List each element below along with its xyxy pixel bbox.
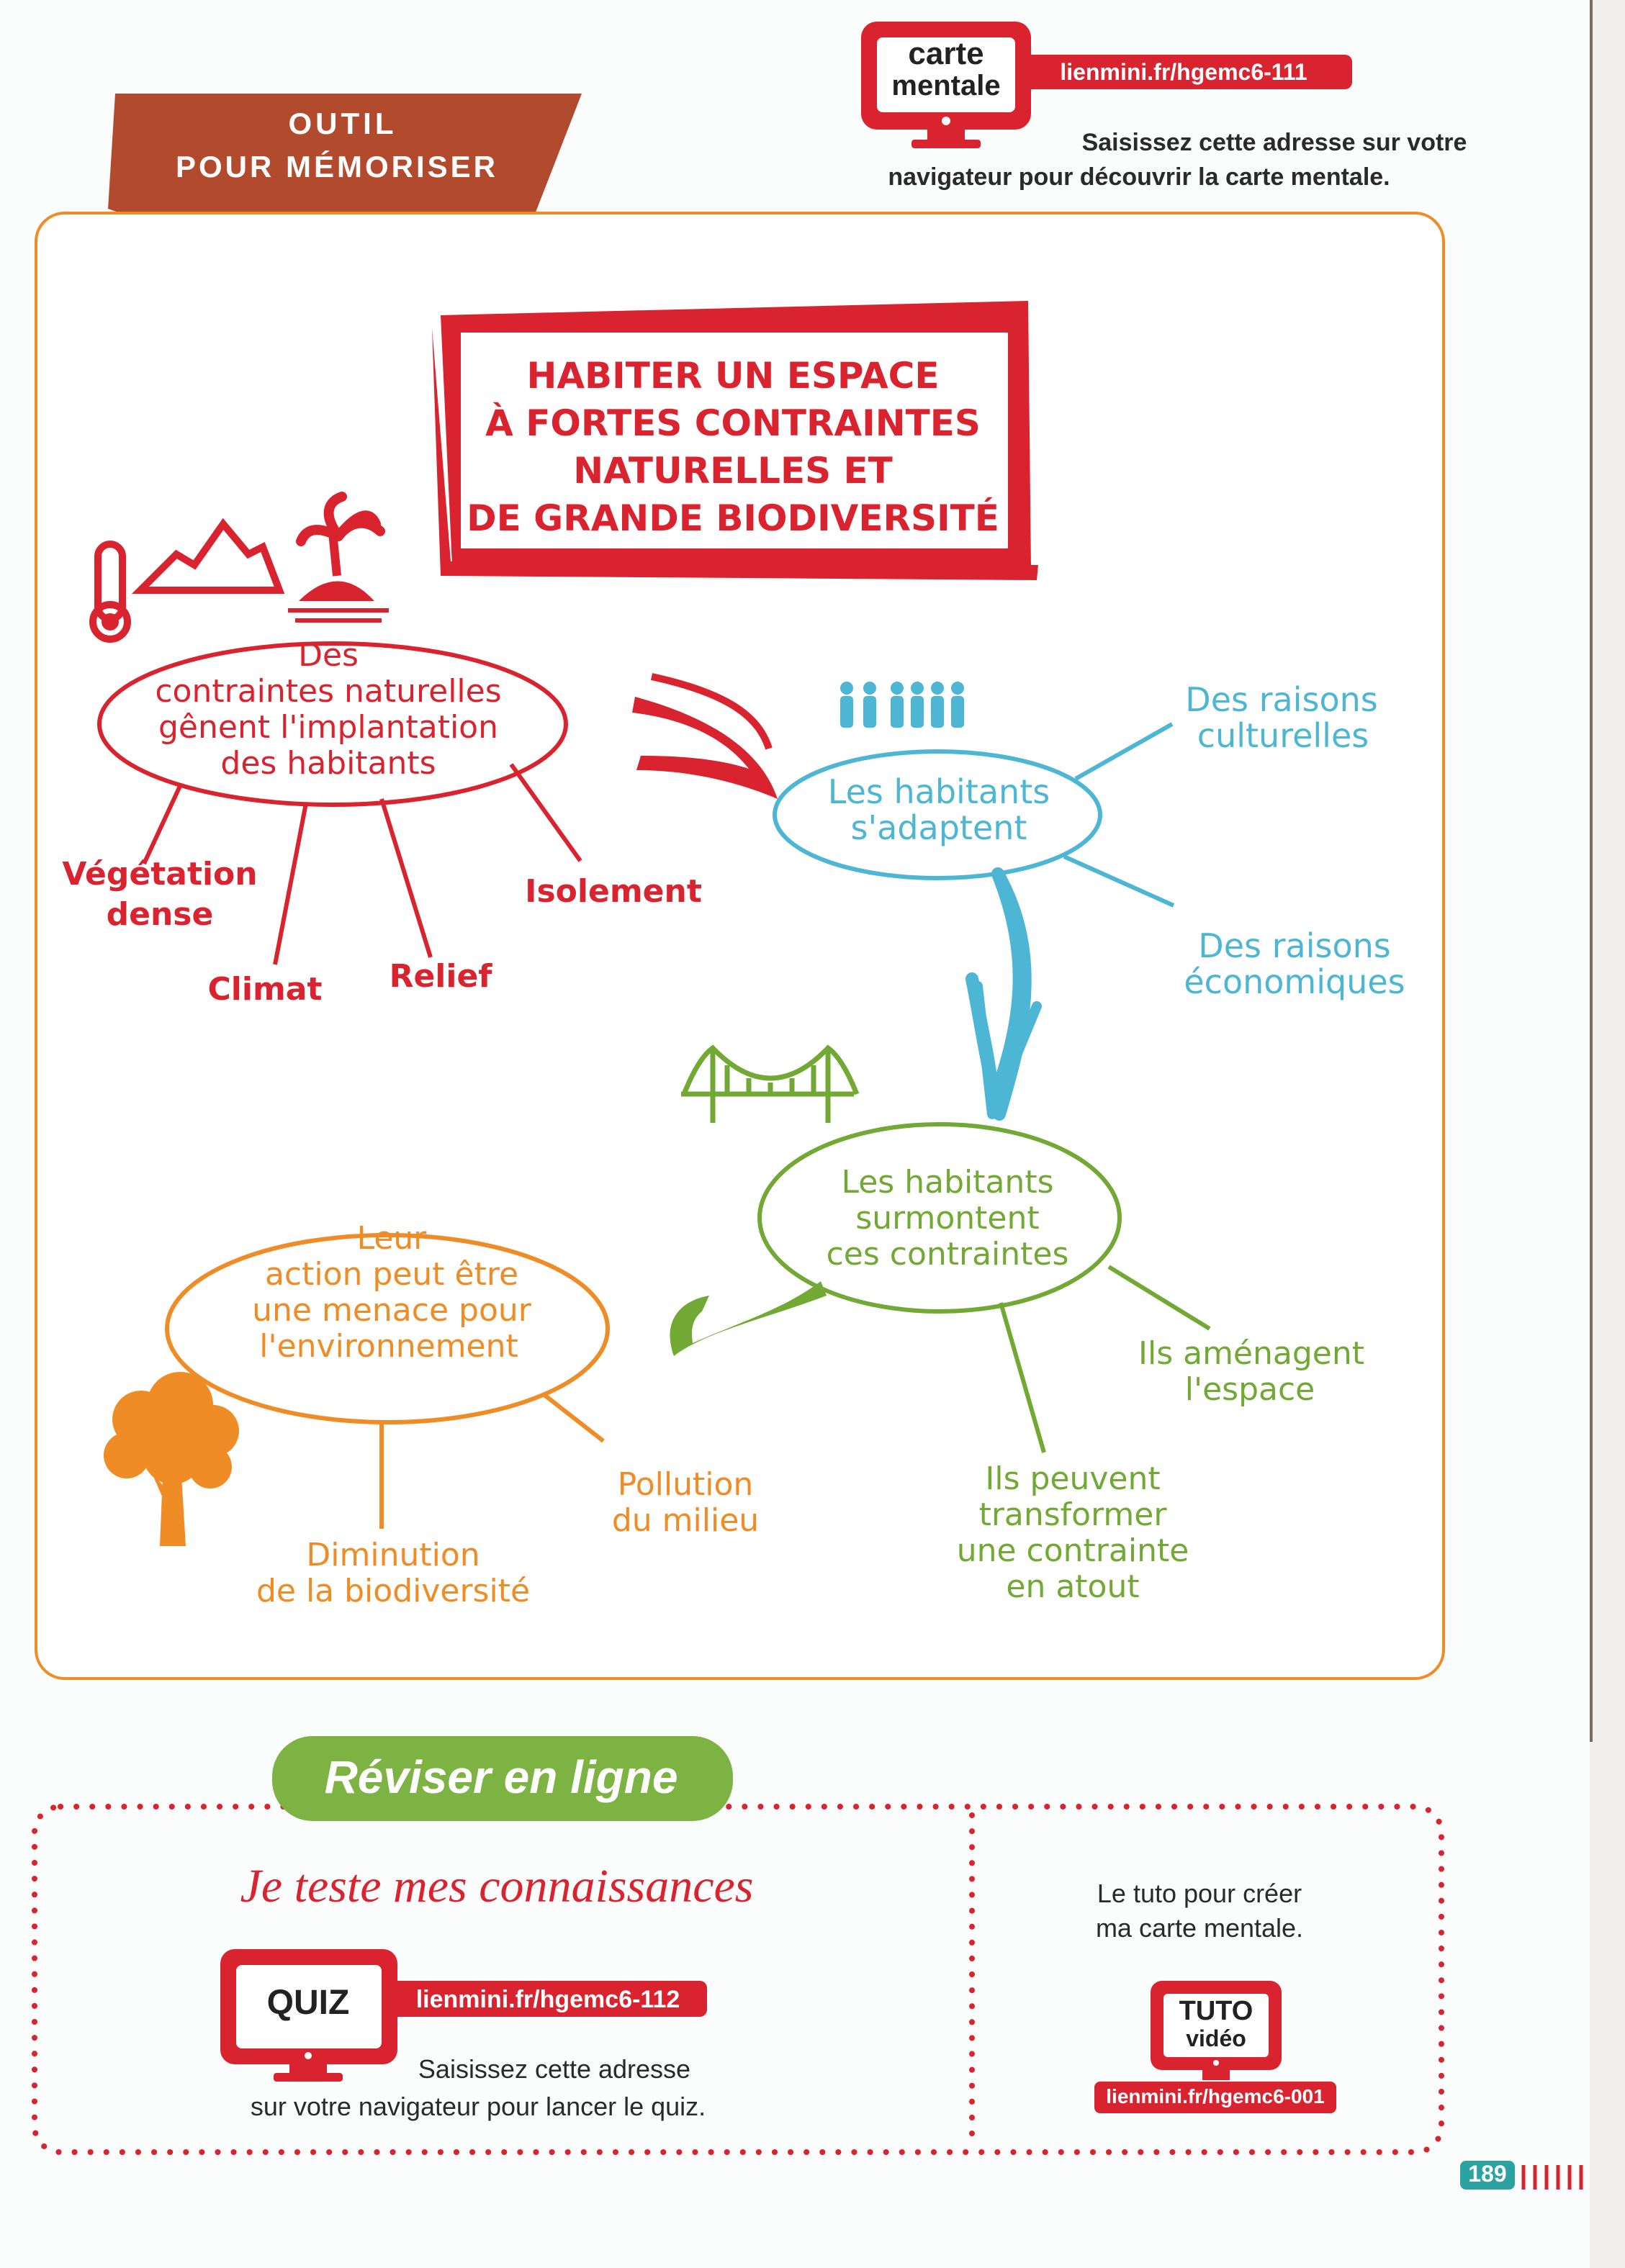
quiz-screen-label: QUIZ	[266, 1984, 350, 2022]
map-title-line4: DE GRANDE BIODIVERSITÉ	[467, 497, 999, 539]
revise-dotted-box	[32, 1804, 1444, 2155]
biodiversity-line1: Diminution	[306, 1537, 480, 1573]
carte-link-banner	[1015, 55, 1352, 89]
constraints-line3: gênent l'implantation	[158, 709, 498, 746]
carte-screen-line2: mentale	[891, 70, 1001, 101]
amenagent-line1: Ils aménagent	[1138, 1335, 1364, 1372]
overcome-line3: ces contraintes	[826, 1236, 1069, 1273]
overcome-bubble	[757, 1122, 1122, 1314]
tool-tab	[108, 94, 582, 229]
threat-line3: une menace pour	[252, 1292, 531, 1329]
tuto-monitor-icon	[1151, 1981, 1282, 2080]
threat-bubble	[165, 1233, 610, 1424]
blue-arrow	[965, 867, 1032, 1121]
palm-island-icon	[288, 492, 389, 623]
economic-line1: Des raisons	[1198, 926, 1391, 965]
mountain-icon	[131, 518, 285, 594]
carte-mentale-monitor-icon	[861, 22, 1031, 148]
map-title-line1: HABITER UN ESPACE	[526, 355, 940, 397]
transform-line2: transformer	[978, 1496, 1167, 1533]
tuto-screen-line1: TUTO	[1179, 1996, 1253, 2026]
transform-line3: une contrainte	[956, 1532, 1189, 1569]
amenagent-line2: l'espace	[1184, 1371, 1315, 1408]
tree-icon	[104, 1372, 239, 1546]
carte-mentale-link[interactable]: lienmini.fr/hgemc6-111	[1060, 59, 1307, 85]
tuto-link[interactable]: lienmini.fr/hgemc6-001	[1106, 2085, 1325, 2107]
overcome-line1: Les habitants	[841, 1164, 1054, 1201]
constraints-bubble	[97, 641, 568, 807]
transform-line4: en atout	[1006, 1568, 1140, 1605]
tuto-text-line1: Le tuto pour créer	[1097, 1879, 1302, 1908]
bridge-icon	[681, 1044, 860, 1123]
pollution-line1: Pollution	[617, 1466, 754, 1503]
quiz-link[interactable]: lienmini.fr/hgemc6-112	[415, 1986, 680, 2013]
quiz-caption-line2: sur votre navigateur pour lancer le quiz…	[250, 2092, 706, 2121]
carte-caption-line2: navigateur pour découvrir la carte menta…	[888, 163, 1390, 191]
cultural-line1: Des raisons	[1185, 680, 1378, 719]
vegetation-line2: dense	[106, 896, 214, 933]
tuto-link-banner	[1094, 2082, 1336, 2113]
tuto-screen-line2: vidéo	[1186, 2025, 1246, 2051]
map-title-line2: À FORTES CONTRAINTES	[485, 402, 981, 444]
quiz-link-banner	[389, 1981, 707, 2017]
adapt-line2: s'adaptent	[850, 808, 1027, 847]
map-title-line3: NATURELLES ET	[573, 450, 893, 492]
title-box	[432, 301, 1038, 580]
people-icon	[840, 682, 964, 728]
revise-badge-label[interactable]: Réviser en ligne	[324, 1751, 678, 1803]
quiz-monitor-icon	[220, 1949, 397, 2082]
carte-screen-line1: carte	[908, 36, 984, 71]
relief-label: Relief	[389, 958, 492, 995]
pollution-line2: du milieu	[611, 1502, 760, 1539]
constraints-line1: Des	[298, 637, 359, 674]
revise-badge	[272, 1736, 733, 1821]
page-number-badge	[1460, 2161, 1515, 2190]
green-arrow	[670, 1281, 827, 1356]
overcome-line2: surmontent	[855, 1200, 1040, 1237]
climat-label: Climat	[207, 971, 323, 1008]
constraints-line2: contraintes naturelles	[155, 673, 502, 710]
quiz-caption-line1: Saisissez cette adresse	[418, 2054, 691, 2084]
page-number: 189	[1468, 2161, 1507, 2187]
adapt-line1: Les habitants	[827, 772, 1050, 811]
test-heading: Je teste mes connaissances	[240, 1860, 754, 1912]
transform-line1: Ils peuvent	[985, 1460, 1161, 1497]
tuto-text-line2: ma carte mentale.	[1095, 1913, 1304, 1943]
carte-caption-line1: Saisissez cette adresse sur votre	[1081, 129, 1467, 156]
cultural-line2: culturelles	[1197, 716, 1369, 755]
biodiversity-line2: de la biodiversité	[256, 1573, 531, 1609]
threat-line1: Leur	[356, 1220, 427, 1257]
threat-line2: action peut être	[264, 1256, 519, 1293]
threat-line4: l'environnement	[259, 1328, 518, 1365]
red-arrow	[632, 697, 778, 799]
isolement-label: Isolement	[525, 873, 702, 910]
tab-label-line1: OUTIL	[288, 107, 397, 140]
vegetation-line1: Végétation	[62, 856, 258, 893]
adapt-bubble	[773, 749, 1102, 880]
economic-line2: économiques	[1184, 962, 1405, 1001]
tab-label-line2: POUR MÉMORISER	[175, 150, 499, 184]
constraints-line4: des habitants	[220, 745, 436, 782]
